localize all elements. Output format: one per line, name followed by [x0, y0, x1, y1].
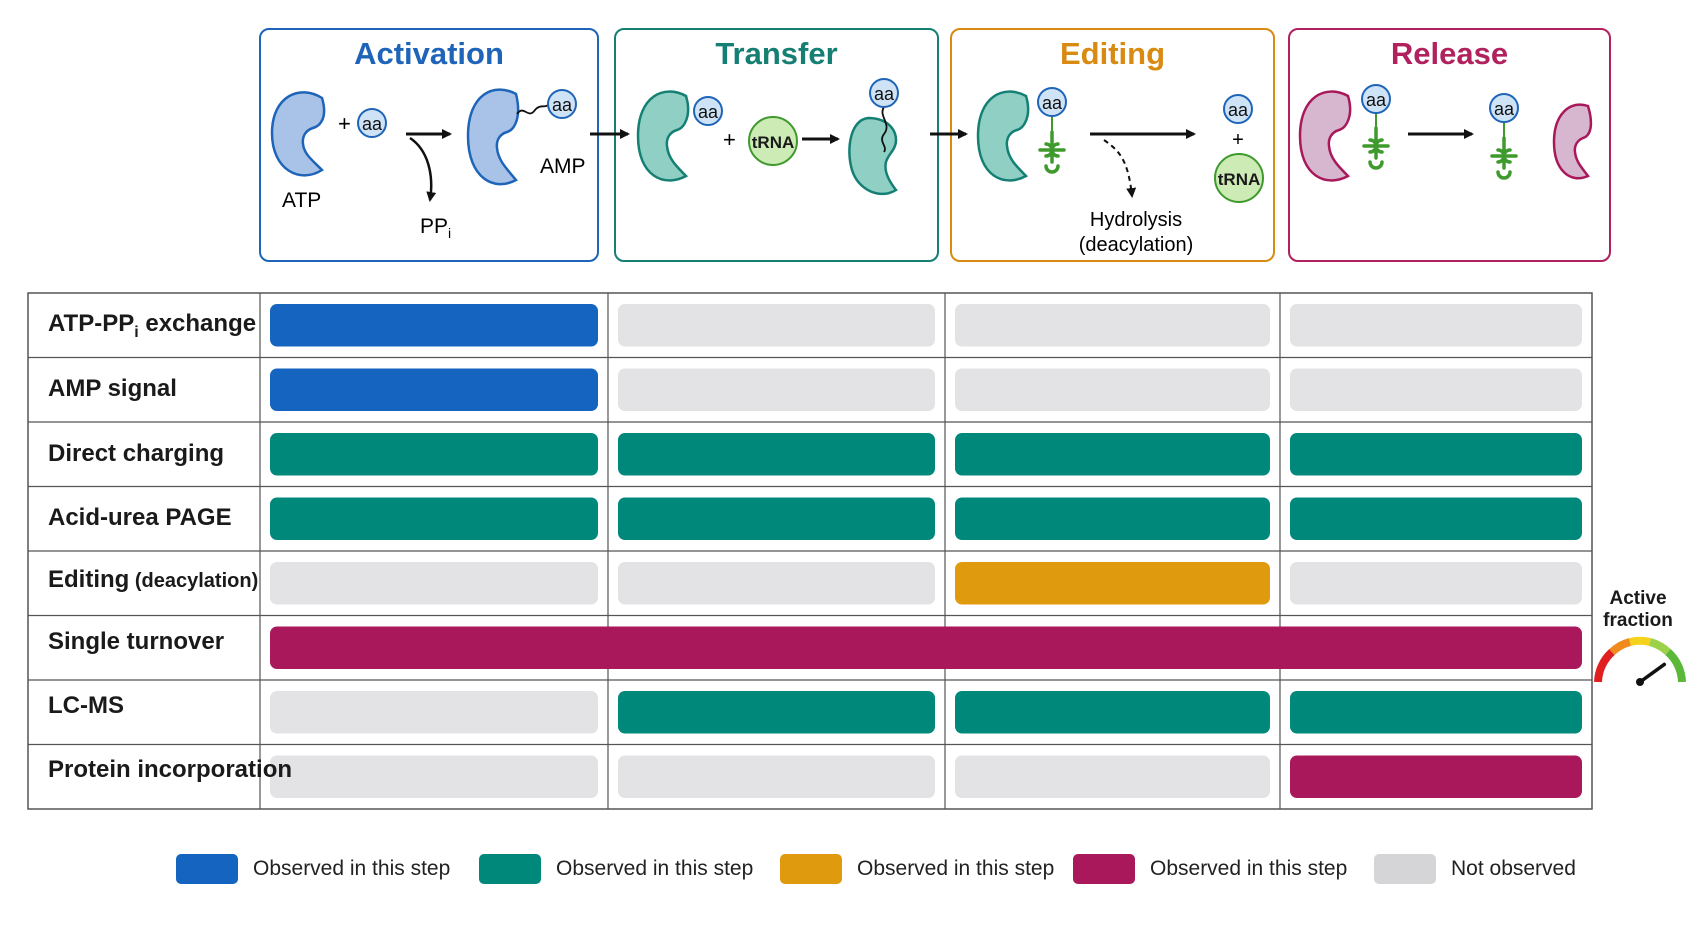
bar-release-observed [1290, 497, 1582, 540]
bar-activation-not-observed [270, 691, 598, 734]
bar-activation-not-observed [270, 562, 598, 605]
legend-swatch [1073, 854, 1135, 884]
transfer-title: Transfer [715, 36, 838, 71]
bar-transfer-not-observed [618, 304, 935, 347]
aa-label: aa [552, 95, 573, 115]
row-label-lc-ms: LC-MS [48, 692, 124, 719]
gauge-needle [1638, 662, 1667, 684]
aa-label: aa [698, 102, 719, 122]
bar-release-not-observed [1290, 304, 1582, 347]
ppi-release-arrow [409, 136, 437, 202]
legend-swatch [479, 854, 541, 884]
enzyme-aa-amp-icon: aa [466, 88, 577, 186]
legend-label: Not observed [1451, 857, 1576, 880]
row-label-single-turnover: Single turnover [48, 628, 225, 655]
release-title: Release [1390, 36, 1509, 71]
row-label-acid-urea-page: Acid-urea PAGE [48, 504, 232, 531]
bar-transfer-not-observed [618, 755, 935, 798]
enzyme-icon: aa [636, 90, 723, 182]
bar-editing-observed [955, 433, 1270, 476]
bar-release-not-observed [1290, 562, 1582, 605]
hydrolysis-arrow [1103, 139, 1137, 198]
plus-sign: + [723, 127, 736, 152]
table-border [27, 292, 1593, 810]
bar-editing-observed [955, 497, 1270, 540]
amino-acid-icon: aa [1223, 94, 1253, 124]
legend-swatch [780, 854, 842, 884]
enzyme-icon [270, 91, 326, 177]
enzyme-icon [1298, 90, 1352, 182]
plus-sign: + [338, 111, 351, 136]
bar-transfer-not-observed [618, 562, 935, 605]
bar-activation-observed [270, 368, 598, 411]
legend-label: Observed in this step [857, 857, 1055, 880]
trna-icon: tRNA [748, 116, 798, 166]
aa-label: aa [1366, 90, 1387, 110]
aa-label: aa [1494, 99, 1515, 119]
bar-release-observed [1290, 691, 1582, 734]
bar-activation-observed [270, 497, 598, 540]
row-label-amp-signal: AMP signal [48, 375, 177, 402]
gauge-label: Active fraction [1603, 588, 1673, 631]
aa-label: aa [1228, 100, 1249, 120]
legend-label: Observed in this step [1150, 857, 1348, 880]
bar-release-observed [1290, 433, 1582, 476]
bar-activation-not-observed [270, 755, 598, 798]
row-label-atp-ppi-exchange: ATP-PPi exchange [48, 310, 257, 341]
amino-acid-icon: aa [357, 108, 387, 138]
ppi-label: PPi [420, 215, 451, 241]
bar-release-observed [1290, 755, 1582, 798]
free-enzyme-icon [1552, 103, 1593, 180]
activation-panel [259, 28, 599, 262]
bar-transfer-not-observed [618, 368, 935, 411]
aa-label: aa [362, 114, 383, 134]
charged-trna-icon: aa [1361, 84, 1391, 170]
editing-title: Editing [1059, 36, 1166, 71]
bar-transfer-observed [618, 497, 935, 540]
aa-label: aa [874, 84, 895, 104]
row-label-editing: Editing (deacylation) [48, 566, 259, 593]
charged-trna-icon: aa [1037, 87, 1067, 174]
atp-label: ATP [282, 189, 321, 212]
trna-label: tRNA [1218, 170, 1261, 189]
bar-editing-observed [955, 562, 1270, 605]
bar-editing-not-observed [955, 368, 1270, 411]
active-fraction-gauge-icon [1594, 636, 1686, 686]
bar-span-all-steps [270, 626, 1582, 669]
trna-label: tRNA [752, 133, 795, 152]
plus-sign: + [1232, 129, 1244, 151]
legend-swatch [1374, 854, 1436, 884]
bar-editing-not-observed [955, 304, 1270, 347]
trna-icon: tRNA [1214, 153, 1264, 203]
hydrolysis-label: Hydrolysis [1090, 209, 1182, 231]
row-label-protein-incorporation: Protein incorporation [48, 756, 293, 783]
bar-editing-observed [955, 691, 1270, 734]
legend-label: Observed in this step [253, 857, 451, 880]
enzyme-trna-complex-icon: aa [848, 78, 899, 196]
bar-transfer-observed [618, 691, 935, 734]
bar-transfer-observed [618, 433, 935, 476]
row-label-direct-charging: Direct charging [48, 440, 225, 467]
bar-activation-observed [270, 304, 598, 347]
released-trna-icon: aa [1489, 93, 1519, 180]
amp-label: AMP [540, 155, 586, 178]
activation-title: Activation [354, 36, 504, 71]
legend-swatch [176, 854, 238, 884]
bar-release-not-observed [1290, 368, 1582, 411]
bar-editing-not-observed [955, 755, 1270, 798]
deacylation-label: (deacylation) [1079, 234, 1194, 256]
legend-label: Observed in this step [556, 857, 754, 880]
aa-label: aa [1042, 93, 1063, 113]
bar-activation-observed [270, 433, 598, 476]
mechanism-diagram: + aa ATP PPi aa AMP aa + tRNA [270, 78, 1593, 256]
enzyme-icon [976, 90, 1030, 182]
